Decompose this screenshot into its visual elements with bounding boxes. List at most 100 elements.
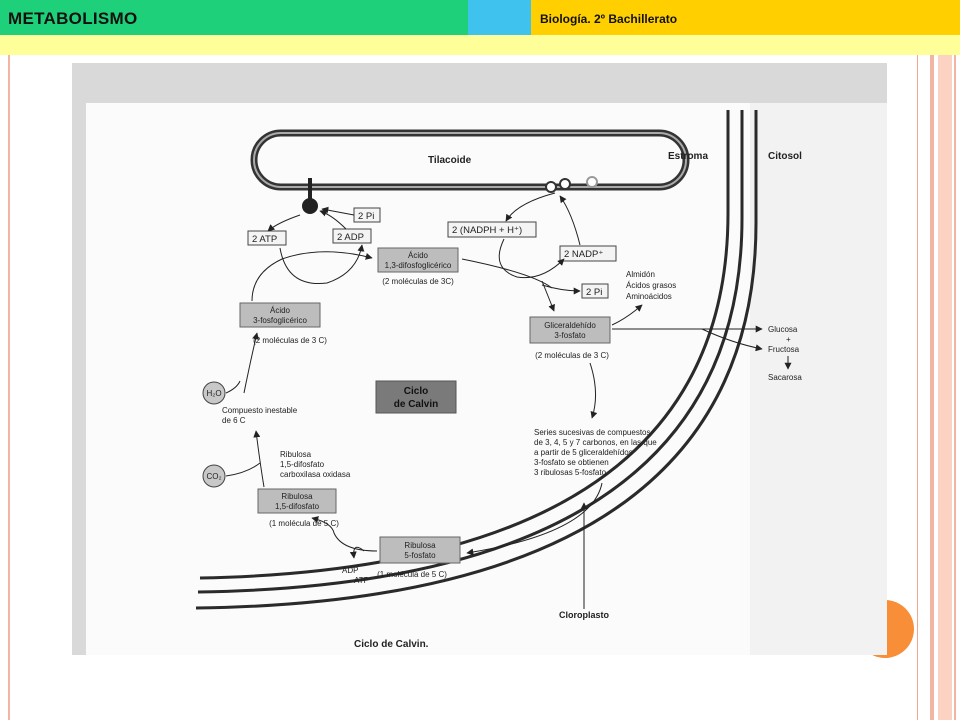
plus-label: + [786,335,791,344]
atp-bottom-label: ATP [354,576,369,585]
rubp-line2: 1,5-difosfato [275,502,320,511]
acido-13-line1: Ácido [408,251,429,260]
right-decor-stripe [938,55,952,720]
enzima-line3: carboxilasa oxidasa [280,470,351,479]
arrow-ru5p-to-rubp [311,516,378,552]
atp-box [247,230,287,246]
estroma-label: Estroma [668,151,708,162]
aminoacidos-label: Aminoácidos [626,292,672,301]
series-line: 3 ribulosas 5-fosfato [534,468,607,477]
acido-13-box [377,247,459,273]
slide-subtitle: Biología. 2º Bachillerato [540,12,678,26]
rubp-caption: (1 molécula de 5 C) [269,519,339,528]
tilacoide-label: Tilacoide [428,155,472,166]
chloroplast-membrane-inner [199,110,730,580]
gliceraldehido-line2: 3-fosfato [554,331,586,340]
arrow-to-pi-right [541,284,581,295]
arrow-adp-atp [349,546,365,559]
gliceraldehido-box [529,316,611,344]
calvin-cycle-diagram: Tilacoide Estroma Citosol 2 Pi 2 ATP 2 A… [86,103,887,655]
adp-box [332,228,372,244]
slide-title: METABOLISMO [8,9,138,28]
acidos-grasos-label: Ácidos grasos [626,281,676,290]
arrow-synthase-to-atp [267,214,301,232]
compuesto-line1: Compuesto inestable [222,406,298,415]
pi-box-right [581,283,609,299]
chloroplast-membrane-middle [197,110,744,594]
h2o-label: H₂O [206,389,221,398]
atp-label: 2 ATP [252,234,277,245]
paper-right-shade [750,103,887,655]
cloroplasto-label: Cloroplasto [559,610,610,620]
ru5p-box [379,536,461,564]
h2o-circle [202,381,226,405]
electron-carrier [545,181,557,193]
acido-3-caption: (2 moléculas de 3 C) [253,336,327,345]
arrow-gliceraldehido-down [589,362,598,419]
nadp-box [559,245,617,262]
figure-caption: Ciclo de Calvin. [354,639,429,650]
ciclo-calvin-box [375,380,457,414]
pi-right-label: 2 Pi [586,287,602,298]
arrow-nadp-up [559,195,581,246]
arrow-to-gliceraldehido [541,280,555,312]
series-line: de 3, 4, 5 y 7 carbonos, en las que [534,438,657,447]
acido-13-line2: 1,3-difosfoglicérico [385,261,452,270]
header-underline-band [0,35,960,55]
gliceraldehido-line1: Gliceraldehído [544,321,596,330]
header-yellow-band [531,0,960,35]
compuesto-line2: de 6 C [222,416,246,425]
electron-carrier [586,176,598,188]
acido-3-line2: 3-fosfoglicérico [253,316,307,325]
citosol-label: Citosol [768,151,802,162]
ru5p-caption: (1 molécula de 5 C) [377,570,447,579]
nadp-label: 2 NADP⁺ [564,249,603,260]
series-line: 3-fosfato se obtienen [534,458,609,467]
arrow-to-products [611,304,643,326]
adp-bottom-label: ADP [342,566,358,575]
acido-13-caption: (2 moléculas de 3C) [382,277,454,286]
acido-3-box [239,302,321,328]
co2-circle [202,464,226,488]
gliceraldehido-caption: (2 moléculas de 3 C) [535,351,609,360]
chloroplast-membrane-outer [195,110,758,610]
arrow-pi-to-synthase [321,206,355,216]
acido-3-line1: Ácido [270,306,291,315]
arrow-to-acido3 [243,332,259,394]
header-blue-band [468,0,531,35]
enzima-line2: 1,5-difosfato [280,460,325,469]
almidon-label: Almidón [626,270,655,279]
series-line: Series sucesivas de compuestos [534,428,651,437]
arrow-nadph-cycle [498,238,565,279]
nadph-box [447,221,537,238]
atp-synthase-head [302,198,318,214]
arrow-h2o [225,380,241,394]
ru5p-line1: Ribulosa [404,541,436,550]
header-green-band [0,0,468,35]
arrow-co2 [225,462,261,477]
arrow-adp-to-synthase [319,209,347,230]
rubp-line1: Ribulosa [281,492,313,501]
arrow-acido13-main [461,258,553,289]
sacarosa-label: Sacarosa [768,373,802,382]
arrow-series-to-ru5p [466,482,603,556]
arrow-to-nadph [505,192,556,222]
enzima-line1: Ribulosa [280,450,312,459]
ru5p-line2: 5-fosfato [404,551,436,560]
left-decor-line [8,55,10,720]
right-decor-line [930,55,934,720]
glucosa-label: Glucosa [768,325,798,334]
ciclo-line2: de Calvin [394,399,438,410]
thylakoid-inner-edge [253,132,687,188]
right-decor-line [917,55,918,720]
calvin-cycle-figure: Tilacoide Estroma Citosol 2 Pi 2 ATP 2 A… [72,63,887,655]
pi-top-label: 2 Pi [358,211,374,222]
arrow-acido3-to-acido13 [251,251,373,302]
ciclo-line1: Ciclo [404,386,428,397]
fructosa-label: Fructosa [768,345,800,354]
arrow-to-fructosa [701,328,763,352]
right-decor-line [954,55,956,720]
series-line: a partir de 5 gliceraldehídos [534,448,633,457]
rubp-box [257,488,337,514]
adp-label: 2 ADP [337,232,364,243]
